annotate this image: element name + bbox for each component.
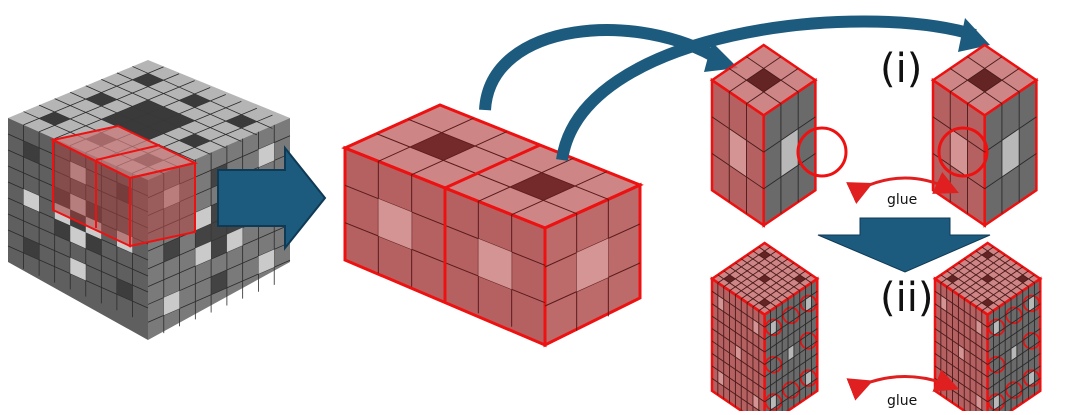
box-holes xyxy=(378,132,609,292)
step-i-cube-left xyxy=(709,43,818,228)
highlighted-subcubes xyxy=(49,124,199,248)
glue-label-top: glue xyxy=(887,192,918,208)
red-double-box xyxy=(341,103,644,348)
highlight-circle-right xyxy=(937,126,989,178)
curved-arrows xyxy=(479,15,990,161)
glue-label-bottom: glue xyxy=(887,393,918,409)
step-ii-label: (ii) xyxy=(880,275,934,321)
glue-arrow-bottom xyxy=(846,369,960,401)
transform-arrow xyxy=(217,145,327,251)
step-down-arrow xyxy=(817,217,991,273)
step-ii-cube-right xyxy=(932,241,1043,415)
step-ii-cube-left xyxy=(709,241,820,415)
step-i-cube-right xyxy=(930,43,1039,228)
highlight-circle-left xyxy=(796,126,848,178)
step-i-label: (i) xyxy=(880,46,923,92)
curved-arrow-right xyxy=(556,15,977,161)
glue-arrow-top xyxy=(846,172,959,204)
